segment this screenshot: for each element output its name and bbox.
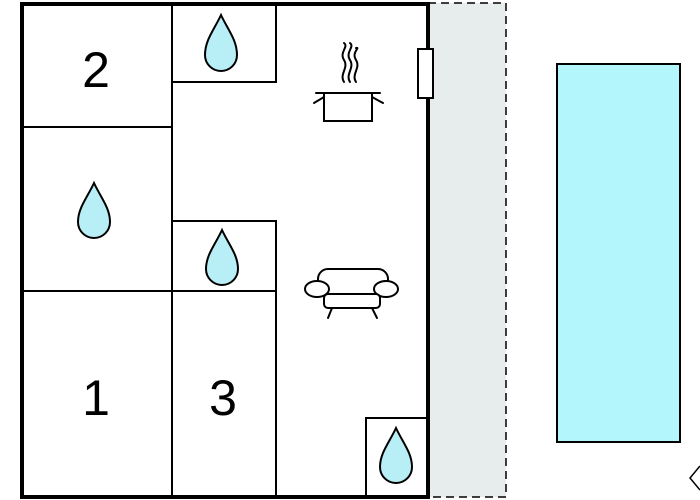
water-drop-icon [76, 180, 112, 239]
cooking-pot-icon [313, 42, 384, 122]
room-label-3: 3 [209, 370, 237, 426]
room-label-2: 2 [82, 42, 110, 98]
terrace [427, 2, 507, 498]
water-drop-icon [203, 12, 239, 72]
sofa-icon [304, 268, 399, 319]
window-marker [417, 48, 434, 99]
outer-wall [20, 2, 430, 499]
swimming-pool [556, 63, 681, 443]
partial-outline [689, 465, 700, 491]
water-drop-icon [204, 227, 240, 286]
interior-walls [21, 3, 429, 498]
room-label-1: 1 [82, 370, 110, 426]
water-drop-icon [378, 425, 414, 484]
